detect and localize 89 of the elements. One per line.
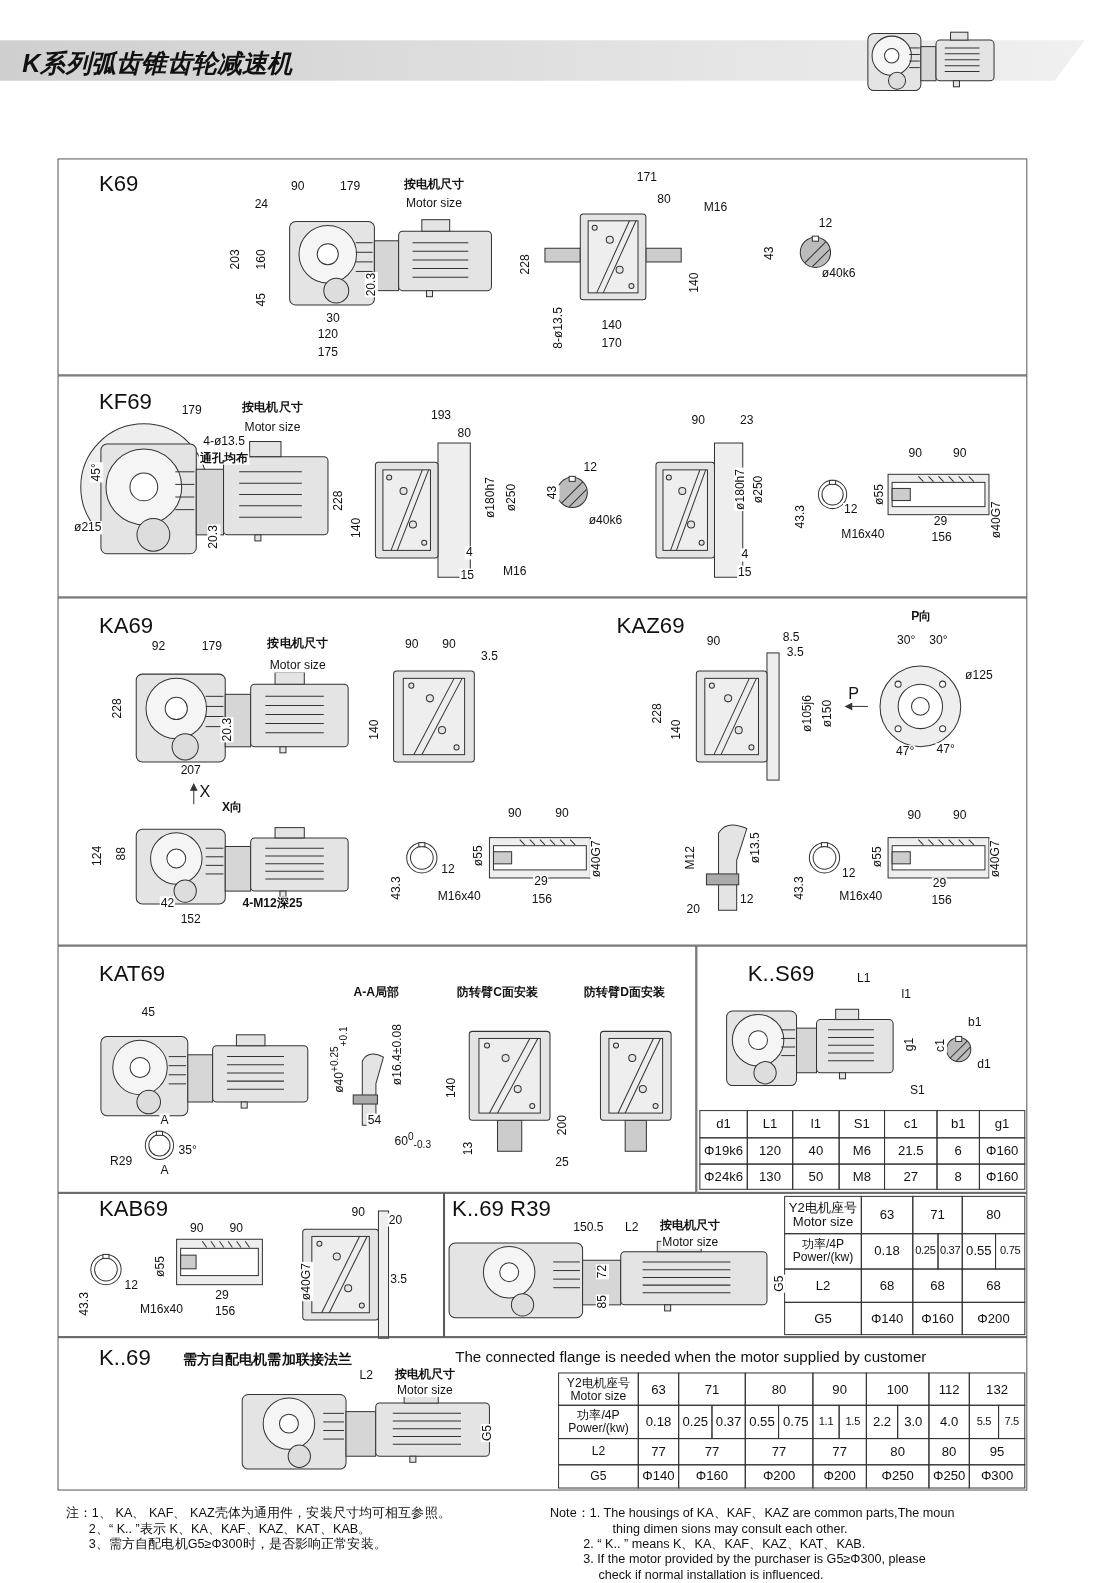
dimension-label: 156	[530, 892, 554, 906]
dimension-label: Motor size	[395, 1384, 454, 1398]
dimension-label: 140	[444, 1076, 458, 1099]
dimension-label: Motor size	[661, 1235, 720, 1249]
panel-heading: K..S69	[747, 960, 815, 987]
dimension-label: ø105j6	[800, 693, 814, 733]
panel-heading: K69	[98, 170, 139, 197]
note-text: 3. If the motor provided by the purchaser is G5≥Φ300, please check if normal installation is influenced.	[583, 1552, 927, 1583]
dimension-label: 45°	[90, 462, 104, 483]
note-text: 按电机尺寸	[402, 178, 466, 192]
note-text: The connected flange is needed when the motor supplied by customer	[455, 1348, 927, 1366]
dimension-label: 20.3	[207, 524, 221, 550]
dimension-label: 90	[951, 446, 968, 460]
note-text: 按电机尺寸	[659, 1218, 722, 1232]
dimension-label: 88	[114, 846, 128, 862]
note-text: 通孔均布	[198, 451, 250, 465]
note-text: 按电机尺寸	[266, 637, 329, 651]
panel-heading: KAT69	[98, 960, 166, 987]
dimension-label: b1	[967, 1015, 983, 1029]
dimension-label: 140	[349, 516, 363, 539]
dimension-label: ø55	[471, 844, 485, 868]
note-text: 防转臂D面安装	[582, 986, 667, 1000]
dimension-label: 42	[159, 896, 176, 910]
dimension-label: 20	[685, 902, 702, 916]
page-title: K系列弧齿锥齿轮减速机	[22, 47, 293, 79]
dimension-label: M16	[501, 564, 528, 578]
panel-heading: K..69	[98, 1345, 151, 1372]
dimension-label: g1	[902, 1036, 916, 1053]
dimension-label: ø125	[964, 668, 994, 682]
dimension-label: 13	[461, 1140, 475, 1157]
note-text: 注：1、 KA、 KAF、 KAZ壳体为通用件，安装尺寸均可相互参照。	[65, 1505, 452, 1522]
dimension-label: ø215	[73, 521, 103, 535]
dimension-label: 15	[737, 565, 753, 579]
dimension-label: 43	[546, 484, 560, 501]
note-text: X向	[221, 800, 244, 814]
dimension-label: 85	[595, 1294, 610, 1310]
dimension-label: 90	[907, 446, 924, 460]
dimension-label: 90	[189, 1221, 205, 1235]
dimension-label: 12	[582, 460, 599, 474]
dimension-label: 150.5	[572, 1220, 605, 1234]
dimension-label: ø40G7	[300, 1262, 314, 1302]
dimension-label: 3.5	[389, 1272, 409, 1287]
panel-heading: KF69	[98, 388, 152, 415]
note-text: Note：1. The housings of KA、KAF、KAZ are common parts,The moun thing dimen sions may consult each other.	[550, 1505, 956, 1538]
dimension-label: 175	[316, 345, 340, 359]
note-text: P向	[910, 609, 933, 624]
dimension-label: 54	[366, 1113, 383, 1127]
dimension-label: 4	[464, 546, 474, 560]
dimension-label: 15	[459, 568, 475, 582]
panel-heading: KAB69	[98, 1195, 169, 1223]
dimension-label: 170	[600, 336, 623, 350]
dimension-label: Motor size	[268, 659, 327, 673]
note-text: 4-M12深25	[241, 896, 304, 910]
dimension-label: 203	[228, 248, 242, 271]
panel-heading: KA69	[98, 612, 154, 639]
dimension-label: 20.3	[220, 716, 234, 743]
note-text: 3、需方自配电机G5≥Φ300时，是否影响正常安装。	[88, 1536, 388, 1553]
panel-heading: K..69 R39	[452, 1195, 551, 1223]
dimension-label: A	[159, 1113, 170, 1127]
dimension-label: 152	[179, 912, 202, 926]
note-text: 按电机尺寸	[393, 1367, 457, 1382]
dimension-label: 228	[331, 489, 345, 512]
note-text: 防转臂C面安装	[455, 986, 540, 1000]
note-text: A-A局部	[352, 986, 401, 1000]
dimension-label: 45	[140, 1005, 157, 1019]
note-text: 按电机尺寸	[241, 401, 304, 415]
panel-heading: KAZ69	[616, 612, 685, 639]
dimension-label: 20.3	[364, 271, 379, 298]
dimension-label: 200	[555, 1114, 569, 1137]
dimension-label: 140	[669, 718, 683, 741]
dimension-label: 12	[739, 892, 755, 906]
dimension-label: 90	[228, 1221, 244, 1235]
dimension-label: 228	[110, 697, 124, 720]
dimension-label: c1	[933, 1038, 948, 1053]
dimension-label: 156	[930, 893, 953, 907]
dimension-label: 20	[387, 1213, 404, 1227]
dimension-label: M12	[683, 845, 697, 871]
note-text: 2. “ K.. ” means K、KA、KAF、KAZ、KAT、KAB.	[583, 1536, 867, 1553]
dimension-label: 43.3	[792, 875, 806, 901]
dimension-label: M16x40	[436, 889, 482, 903]
dimension-label: 8-ø13.5	[551, 306, 565, 350]
dimension-label: 4	[740, 548, 750, 562]
dimension-label: G5	[772, 1274, 786, 1293]
note-text: 2、“ K.. ”表示 K、KA、KAF、KAZ、KAT、KAB。	[88, 1521, 373, 1537]
dimension-label: L2	[624, 1220, 640, 1234]
dimension-label: 43.3	[793, 503, 807, 530]
dimension-label: 140	[687, 271, 701, 294]
note-text: 需方自配电机需加联接法兰	[182, 1351, 353, 1370]
dimension-label: M16x40	[838, 889, 884, 903]
